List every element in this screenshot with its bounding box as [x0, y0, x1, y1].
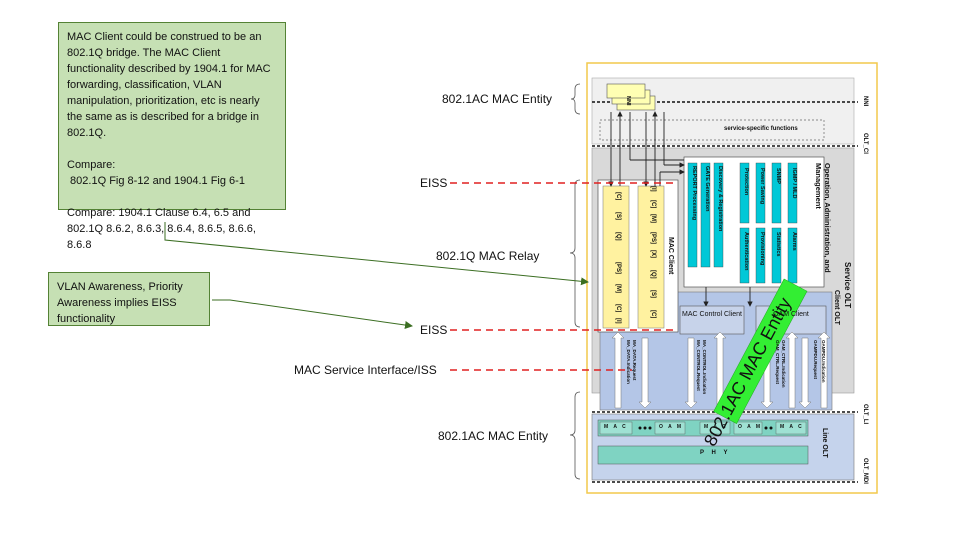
port-a-label: [S]	[615, 212, 621, 220]
label-eiss-top: EISS	[420, 176, 448, 190]
mac-entity-overlay	[713, 278, 808, 424]
layer-cell-label: O A M	[738, 424, 763, 430]
phy-strip	[597, 445, 809, 465]
port-b-label: [S]	[650, 290, 656, 298]
port-a-label: [Q]	[615, 232, 621, 241]
oam-block-label: IGMP / MLD	[791, 168, 797, 199]
port-a-label: [C]	[615, 304, 621, 313]
phy-label: P H Y	[700, 450, 731, 456]
note-paragraph-2-title: Compare:	[67, 159, 116, 171]
mac-client-note: MAC Client could be construed to be an 8…	[58, 22, 286, 251]
port-b-label: [PS]	[650, 232, 656, 244]
vlan-note: VLAN Awareness, Priority Awareness impli…	[48, 272, 210, 326]
oam-block-label: Statistics	[775, 232, 781, 257]
mac-client-label: MAC Client	[667, 237, 674, 275]
port-b-label: [I]	[650, 186, 656, 192]
side-label-olt-li: OLT_LI	[862, 404, 868, 425]
label-mac-entity-top: 802.1AC MAC Entity	[442, 92, 553, 106]
port-a-label: [I]	[615, 318, 621, 324]
port-a-label: [M]	[615, 284, 621, 293]
oam-block-label: Discovery & Registration	[717, 166, 723, 232]
mac-control-client-box	[679, 305, 745, 335]
oam-block-label: REPORT Processing	[691, 166, 697, 221]
side-label-nni: NNI	[862, 96, 868, 107]
mac-control-client-label: MAC Control Client	[682, 311, 742, 318]
oam-block-label: Authentication	[743, 232, 749, 271]
primitive-label: MA_CONTROL.Request	[696, 340, 701, 391]
interface-lines	[450, 182, 678, 371]
layer-cell-label: M A C	[604, 424, 628, 430]
side-label-client-olt: Client OLT	[833, 290, 840, 325]
port-a-label: [C]	[615, 192, 621, 201]
oam-title: Operation, Administration, and Managemen…	[814, 163, 832, 273]
layer-cell-label: M A C	[780, 424, 804, 430]
layer-cell-label: M A C	[704, 424, 728, 430]
port-b-label: [C]	[650, 310, 656, 319]
note-paragraph-3: Compare: 1904.1 Clause 6.4, 6.5 and 802.…	[67, 207, 256, 251]
port-b-label: [Q]	[650, 270, 656, 279]
side-label-service-olt: Service OLT	[843, 262, 852, 309]
primitive-arrows	[611, 331, 831, 409]
oam-block-label: GATE Generation	[704, 166, 710, 212]
service-specific-box	[599, 119, 825, 141]
primitive-label: MA_DATA.Request	[632, 340, 637, 381]
primitive-label: OAMPDU.Request	[813, 340, 818, 380]
service-specific-label: service-specific functions	[724, 126, 798, 132]
oam-block-label: Power Saving	[759, 168, 765, 205]
oam-block-label: Provisioning	[759, 232, 765, 266]
primitive-label: OAM_CTRL.Request	[775, 340, 780, 385]
oam-block-label: SNMP	[775, 168, 781, 184]
note-paragraph-1: MAC Client could be construed to be an 8…	[67, 31, 271, 139]
port-b-label: [C]	[650, 200, 656, 209]
label-mac-relay: 802.1Q MAC Relay	[436, 249, 540, 263]
note-connectors	[164, 222, 589, 329]
side-label-olt-ci: OLT_CI	[862, 133, 868, 154]
side-label-olt-mdi: OLT_MDI	[862, 458, 868, 484]
oam-client-label: OAM Client	[773, 311, 809, 318]
primitive-label: MA_DATA.Indication	[626, 340, 631, 384]
oam-block-label: Protection	[743, 168, 749, 196]
primitive-label: OAMPDU.Indication	[821, 340, 826, 383]
port-b-label: [M]	[650, 214, 656, 223]
oam-block-label: Alarms	[791, 232, 797, 251]
primitive-label: OAM_CTRL.Indication	[781, 340, 786, 388]
layer-cell-label: O A M	[659, 424, 684, 430]
label-mac-entity-bottom: 802.1AC MAC Entity	[438, 429, 549, 443]
label-eiss-bottom: EISS	[420, 323, 448, 337]
primitive-label: MA_CONTROL.Indication	[702, 340, 707, 395]
vlan-note-text: VLAN Awareness, Priority Awareness impli…	[57, 281, 183, 325]
side-label-line-olt: Line OLT	[821, 428, 828, 458]
label-mac-service: MAC Service Interface/ISS	[294, 363, 437, 377]
oam-blocks	[687, 162, 798, 284]
note-paragraph-2-body: 802.1Q Fig 8-12 and 1904.1 Fig 6-1	[67, 175, 245, 187]
port-a-label: [PS]	[615, 262, 621, 274]
nni-box-label: NNI	[625, 96, 631, 106]
port-b-label: [X]	[650, 250, 656, 258]
